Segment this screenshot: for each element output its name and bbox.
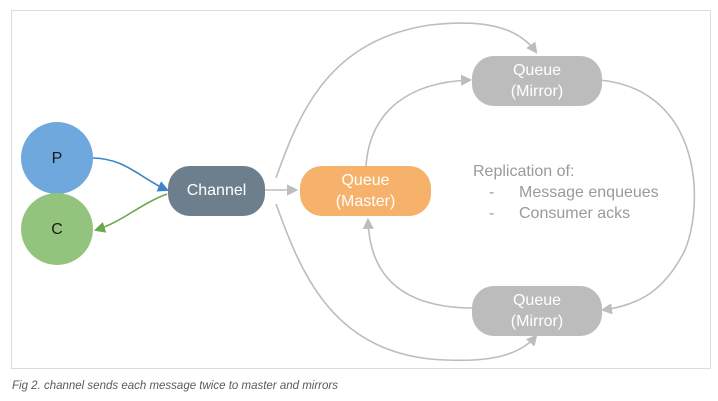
- arrow-top-mirror-to-bottom-mirror: [599, 79, 696, 315]
- arrow-bottom-mirror-to-master: [362, 217, 475, 309]
- queue-master-line2: (Master): [336, 193, 396, 210]
- queue-mirror-bottom-line2: (Mirror): [511, 313, 563, 330]
- replication-note-item-2: Consumer acks: [519, 205, 630, 222]
- replication-note-title: Replication of:: [473, 163, 574, 180]
- arrow-master-to-top-mirror: [365, 74, 473, 167]
- arrow-channel-to-consumer: [93, 193, 168, 233]
- channel-node: Channel: [168, 166, 265, 216]
- arrow-channel-to-top-mirror: [275, 22, 538, 179]
- replication-note-dash-1: -: [489, 184, 494, 201]
- replication-note: Replication of: - Message enqueues - Con…: [473, 163, 659, 222]
- arrow-channel-to-bottom-mirror: [275, 203, 538, 362]
- queue-mirror-top-node: Queue (Mirror): [472, 56, 602, 106]
- consumer-node: C: [21, 193, 93, 265]
- replication-note-item-1: Message enqueues: [519, 184, 659, 201]
- producer-node: P: [21, 122, 93, 194]
- arrow-producer-to-channel: [91, 157, 170, 192]
- consumer-label: C: [51, 221, 63, 238]
- channel-label: Channel: [187, 182, 247, 199]
- queue-mirror-bottom-line1: Queue: [513, 292, 561, 309]
- queue-master-node: Queue (Master): [300, 166, 431, 216]
- queue-mirror-bottom-node: Queue (Mirror): [472, 286, 602, 336]
- queue-mirror-top-line1: Queue: [513, 62, 561, 79]
- producer-label: P: [52, 150, 63, 167]
- queue-mirror-top-line2: (Mirror): [511, 83, 563, 100]
- queue-master-line1: Queue: [341, 172, 389, 189]
- replication-note-dash-2: -: [489, 205, 494, 222]
- figure-caption: Fig 2. channel sends each message twice …: [12, 380, 338, 392]
